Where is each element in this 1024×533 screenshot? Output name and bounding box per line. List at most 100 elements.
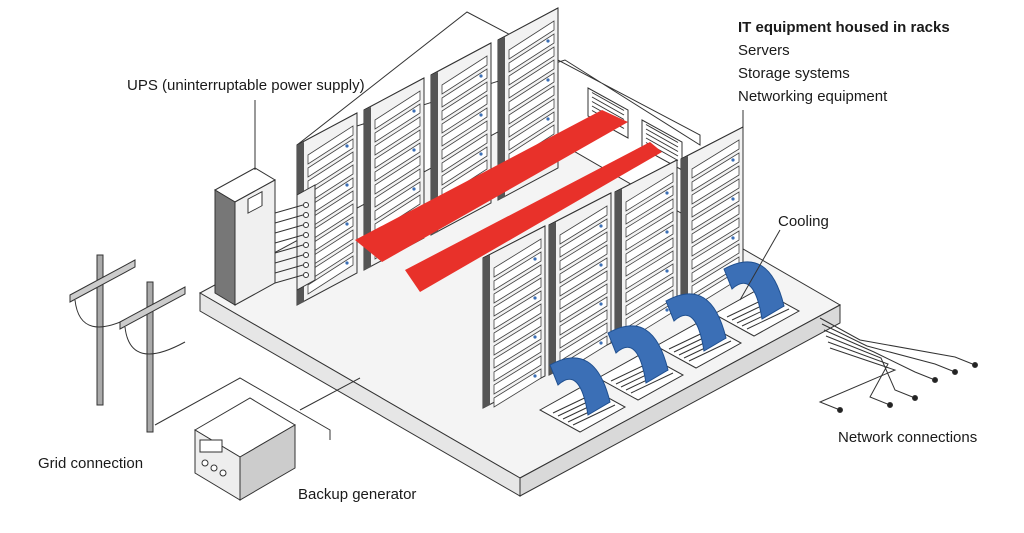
server-unit xyxy=(493,290,542,330)
status-led xyxy=(665,308,669,312)
label-generator: Backup generator xyxy=(298,486,417,503)
status-led xyxy=(599,341,603,345)
server-unit xyxy=(625,211,674,251)
label-ups: UPS (uninterruptable power supply) xyxy=(127,77,365,94)
server-unit xyxy=(508,46,555,86)
status-led xyxy=(665,269,669,273)
server-unit xyxy=(508,85,555,125)
server-unit xyxy=(508,33,555,73)
server-unit xyxy=(493,342,542,382)
server-unit xyxy=(493,368,542,408)
server-unit xyxy=(559,296,608,336)
cooling-airflow xyxy=(607,325,669,384)
server-unit xyxy=(441,55,488,95)
network-cable xyxy=(827,341,891,406)
server-unit xyxy=(508,111,555,151)
server-unit xyxy=(559,270,608,310)
server-unit xyxy=(374,142,421,182)
vent-slat xyxy=(645,137,679,157)
pdu-cable xyxy=(274,234,304,244)
back-rack-frame xyxy=(431,72,438,235)
server-unit xyxy=(625,224,674,264)
network-cable xyxy=(823,329,936,381)
power-line xyxy=(124,326,186,355)
front-rack-frame xyxy=(483,255,490,408)
server-unit xyxy=(625,185,674,225)
server-unit xyxy=(441,120,488,160)
status-led xyxy=(479,113,483,117)
vent-slat xyxy=(591,96,625,116)
server-unit xyxy=(559,205,608,245)
status-led xyxy=(479,74,483,78)
label-servers: Servers xyxy=(738,42,790,59)
network-cable xyxy=(818,347,897,411)
server-unit xyxy=(625,237,674,277)
server-unit xyxy=(691,217,740,257)
server-unit xyxy=(508,59,555,99)
cold-aisle-strip xyxy=(405,142,662,292)
status-led xyxy=(479,152,483,156)
pdu-socket xyxy=(303,242,309,248)
status-led xyxy=(533,257,537,261)
server-unit xyxy=(625,263,674,303)
label-networking: Networking equipment xyxy=(738,88,888,105)
pdu-socket xyxy=(303,232,309,238)
server-unit xyxy=(441,81,488,121)
power-cables xyxy=(154,377,361,440)
pdu-socket xyxy=(303,222,309,228)
front-rack-row xyxy=(482,126,744,409)
status-led xyxy=(345,261,349,265)
status-led xyxy=(599,302,603,306)
server-unit xyxy=(508,98,555,138)
cooling-ducts xyxy=(549,261,785,416)
server-unit xyxy=(625,198,674,238)
status-led xyxy=(546,78,550,82)
status-led xyxy=(731,197,735,201)
pdu-socket xyxy=(303,202,309,208)
status-led xyxy=(731,236,735,240)
status-led xyxy=(665,191,669,195)
grid-poles xyxy=(69,254,186,433)
network-endpoint xyxy=(837,407,843,413)
floor-vent-slat xyxy=(688,340,732,362)
pdu-cable xyxy=(274,224,304,234)
server-unit xyxy=(493,303,542,343)
status-led xyxy=(546,39,550,43)
vent-slat xyxy=(645,128,679,148)
server-unit xyxy=(691,191,740,231)
floor-vent-slat xyxy=(630,372,674,394)
server-unit xyxy=(625,250,674,290)
network-cable xyxy=(825,335,916,399)
server-unit xyxy=(493,316,542,356)
server-unit xyxy=(691,230,740,270)
vent-slat xyxy=(645,133,679,152)
status-led xyxy=(412,109,416,113)
server-unit xyxy=(559,322,608,362)
status-led xyxy=(533,296,537,300)
server-unit xyxy=(559,218,608,258)
pdu-socket xyxy=(303,272,309,278)
server-unit xyxy=(374,103,421,143)
backup-generator xyxy=(194,397,296,501)
back-rack-frame xyxy=(364,107,371,270)
server-unit xyxy=(374,116,421,156)
floor-side-right xyxy=(519,304,841,497)
cooling-airflow xyxy=(665,293,727,352)
front-rack-frame xyxy=(549,222,556,375)
status-led xyxy=(533,335,537,339)
server-unit xyxy=(374,90,421,130)
server-unit xyxy=(441,146,488,186)
hot-aisle-strip xyxy=(355,110,628,262)
pdu-socket xyxy=(303,212,309,218)
pdu-socket xyxy=(303,252,309,258)
server-unit xyxy=(691,243,740,283)
label-grid: Grid connection xyxy=(38,455,144,472)
server-unit xyxy=(307,138,354,178)
server-unit xyxy=(493,264,542,304)
server-unit xyxy=(559,231,608,271)
server-unit xyxy=(441,68,488,108)
server-unit xyxy=(441,94,488,134)
server-unit xyxy=(493,329,542,369)
